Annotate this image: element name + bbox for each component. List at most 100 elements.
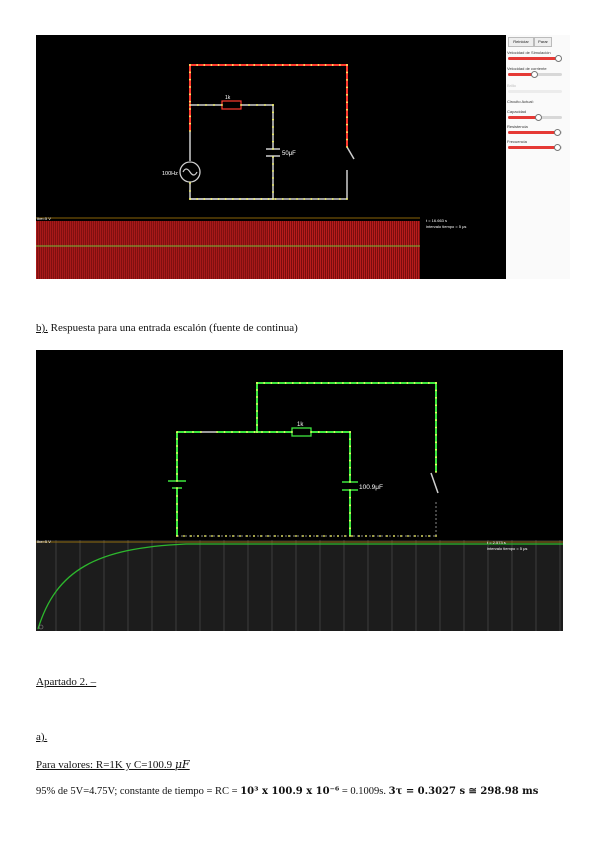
reset-button[interactable]: Reiniciar [508,37,534,47]
current-dot [261,431,263,433]
source-label: 100Hz [162,171,178,177]
current-dot [306,382,309,384]
current-dot [256,424,258,426]
current-dot [346,146,348,148]
current-dot [407,535,409,537]
current-dot [204,535,206,537]
current-dot [338,198,341,200]
calc-result: 3τ = 0.3027 s ≅ 298.98 ms [388,786,539,797]
current-dot [346,138,348,141]
current-dot [272,104,274,106]
sim-speed-slider[interactable] [508,55,562,62]
current-dot [303,198,306,200]
current-dot [421,535,423,537]
current-dot [256,403,258,405]
values-line: Para valores: R=1K y C=100.9 μF [36,758,190,771]
current-dot [349,382,351,384]
current-dot [253,64,256,66]
current-dot [274,535,276,537]
current-dot [386,535,388,537]
current-dot [272,177,274,179]
frequency-label: Frecuencia [507,139,527,144]
current-dot [253,431,256,433]
current-dot [281,535,283,537]
current-dot [189,78,191,81]
current-dot [176,535,178,537]
current-dot [240,104,242,106]
current-dot [189,86,191,88]
current-dot [196,64,199,66]
capacitance-slider[interactable] [508,114,562,121]
current-dot [239,198,241,200]
current-dot [299,382,301,384]
current-dot [435,434,437,436]
current-dot [303,64,306,66]
wires-dc [176,382,437,536]
current-dot [246,431,248,433]
ac-source[interactable] [179,161,201,183]
current-dot [224,64,227,66]
scope-time-label: t = 16.663 s [426,218,448,223]
current-dot [264,104,266,106]
switch[interactable] [346,146,355,160]
current-dot [344,535,346,537]
current-dot [349,512,351,514]
current-dot [183,535,185,537]
current-dot [341,431,344,433]
current-dot [324,64,327,66]
current-dot [176,503,178,505]
capacitor-100uf[interactable] [342,481,358,491]
current-dot [267,535,269,537]
resistance-label: Resistencia [507,124,528,129]
current-dot [346,131,348,133]
current-speed-slider[interactable] [508,71,562,78]
current-dot [342,382,344,384]
current-dot [349,535,351,537]
resistor-1k[interactable] [221,100,242,110]
current-dot [346,64,348,66]
current-dot [189,198,191,200]
stop-button[interactable]: Parar [534,37,552,47]
current-dot [349,438,351,441]
capacitor-50uf[interactable] [266,148,280,157]
current-speed-label: Velocidad de corriente [507,66,547,71]
current-dot [256,382,258,384]
current-dot [337,535,339,537]
current-dot [289,64,291,66]
switch-dc[interactable] [430,472,439,494]
current-dot [274,198,277,200]
battery-dc[interactable] [168,480,186,489]
current-dot [232,535,234,537]
sim-speed-label: Velocidad de Simulación [507,50,551,55]
current-dot [327,382,330,384]
resistor-1k-dc[interactable] [291,427,312,437]
current-dot [253,535,255,537]
current-dot [349,481,351,483]
current-dot [274,64,277,66]
current-dot [196,198,199,200]
current-dot [435,456,437,459]
current-dots-dc [176,382,437,537]
resistance-slider[interactable] [508,129,562,136]
caption-step-response: b). Respuesta para una entrada escalón (… [36,322,298,334]
current-dot [413,382,416,384]
current-dot [192,431,194,433]
current-dot [248,104,250,106]
current-dot [283,431,286,433]
current-dot [435,389,437,392]
current-dot [317,198,320,200]
current-dot [176,466,178,468]
frequency-slider[interactable] [508,144,562,151]
inner-wires [189,104,348,200]
current-dot [349,466,351,469]
current-dot [435,471,437,473]
current-dot [338,64,341,66]
current-dot [272,111,274,114]
current-dot [225,535,227,537]
current-dot [363,382,366,384]
current-dot [281,64,284,66]
current-dot [189,100,191,103]
current-dot [358,535,360,537]
current-dot [272,184,274,186]
current-dot [256,396,258,398]
